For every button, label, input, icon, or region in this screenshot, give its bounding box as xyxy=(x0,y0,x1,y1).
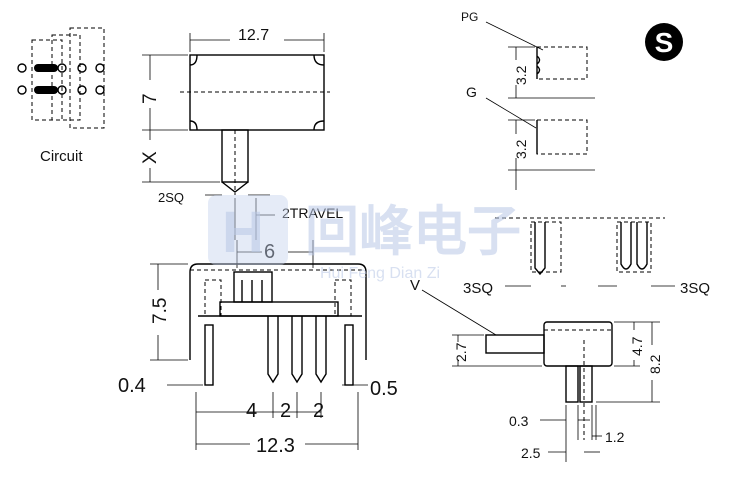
dim-12-3: 12.3 xyxy=(256,435,295,457)
side-view xyxy=(421,289,660,462)
label-pg: PG xyxy=(461,10,478,24)
dim-2b: 2 xyxy=(313,400,324,422)
dim-2travel: 2TRAVEL xyxy=(282,205,343,221)
pin-details-top xyxy=(485,21,595,190)
dim-1-2: 1.2 xyxy=(605,429,625,445)
dim-12-7: 12.7 xyxy=(238,27,269,44)
dim-3sq-a: 3SQ xyxy=(463,280,493,297)
watermark-en: Hui Feng Dian Zi xyxy=(320,265,440,282)
dim-x: X xyxy=(140,151,161,164)
dim-2sq: 2SQ xyxy=(158,190,184,205)
dim-2-7: 2.7 xyxy=(453,342,469,362)
circuit-label: Circuit xyxy=(40,148,83,165)
dim-4-7: 4.7 xyxy=(629,336,645,356)
dim-7-5: 7.5 xyxy=(150,298,171,324)
dim-0-4: 0.4 xyxy=(118,375,146,397)
label-g: G xyxy=(466,84,477,100)
label-v: V xyxy=(410,277,420,294)
pin-profiles xyxy=(495,217,675,287)
dim-6: 6 xyxy=(264,241,275,263)
dim-3-2a: 3.2 xyxy=(513,65,529,85)
watermark: H 回峰电子 Hui Feng Dian Zi xyxy=(208,195,521,282)
circuit-schematic xyxy=(17,27,105,129)
front-view xyxy=(150,240,368,450)
top-view xyxy=(142,33,330,240)
dim-3-2b: 3.2 xyxy=(513,139,529,159)
safety-mark-icon: S xyxy=(645,23,683,61)
safety-mark-letter: S xyxy=(655,27,674,58)
watermark-cn: 回峰电子 xyxy=(305,202,521,262)
watermark-logo: H xyxy=(222,200,264,265)
dim-4: 4 xyxy=(246,400,257,422)
dim-3sq-b: 3SQ xyxy=(680,280,710,297)
dim-0-3: 0.3 xyxy=(509,413,529,429)
dim-7: 7 xyxy=(140,93,161,104)
dim-2-5: 2.5 xyxy=(521,445,541,461)
dim-2a: 2 xyxy=(280,400,291,422)
dim-8-2: 8.2 xyxy=(647,354,663,374)
dim-0-5: 0.5 xyxy=(370,378,398,400)
